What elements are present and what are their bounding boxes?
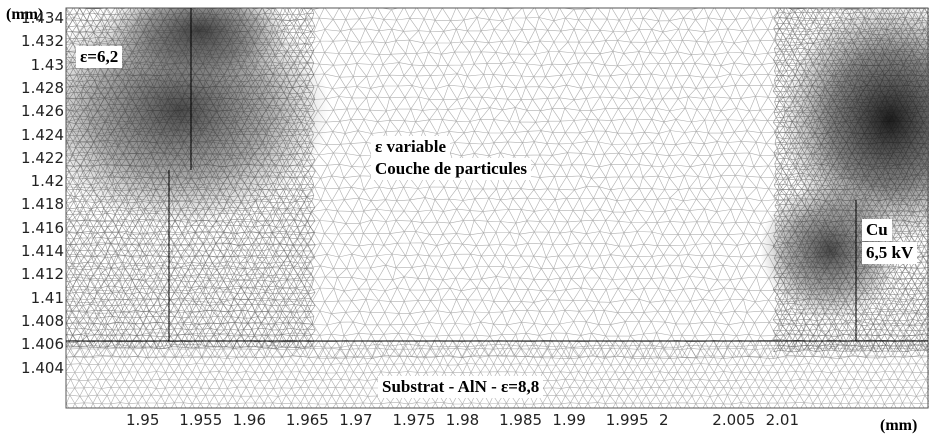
label-voltage: 6,5 kV	[862, 242, 918, 264]
y-tick-label: 1.432	[21, 32, 64, 51]
x-axis-unit: (mm)	[880, 417, 918, 434]
x-tick-label: 1.98	[445, 411, 480, 429]
y-tick-label: 1.416	[21, 218, 64, 237]
x-tick-label: 2	[659, 411, 669, 429]
y-tick-label: 1.408	[21, 311, 64, 330]
x-tick-label: 1.975	[392, 411, 436, 429]
y-tick-label: 1.414	[21, 242, 64, 260]
y-tick-label: 1.41	[30, 288, 64, 307]
y-tick-label: 1.42	[30, 172, 64, 191]
x-tick-label: 2.005	[712, 411, 756, 429]
x-tick-label: 1.99	[552, 411, 586, 429]
y-tick-label: 1.434	[21, 9, 64, 27]
label-substrate: Substrat - AlN - ε=8,8	[378, 376, 544, 398]
x-tick-label: 1.965	[285, 411, 329, 429]
y-tick-label: 1.43	[30, 55, 64, 74]
dense-region-right-low	[760, 180, 900, 320]
x-tick-label: 1.995	[605, 411, 649, 429]
y-tick-label: 1.406	[21, 335, 64, 354]
dense-mesh-regions	[66, 8, 929, 320]
y-tick-label: 1.424	[21, 125, 64, 144]
x-tick-label: 1.955	[179, 411, 223, 429]
x-tick-label: 1.985	[499, 411, 543, 429]
plot-frame	[65, 7, 929, 409]
y-tick-label: 1.412	[21, 265, 64, 284]
label-particle-layer: Couche de particules	[371, 158, 532, 180]
label-left-permittivity: ε=6,2	[76, 46, 123, 68]
y-tick-label: 1.418	[21, 195, 64, 214]
x-tick-label: 1.97	[339, 411, 373, 429]
structure-lines	[65, 7, 929, 409]
x-tick-label: 2.01	[765, 411, 799, 429]
y-tick-label: 1.422	[21, 148, 64, 167]
label-variable-permittivity: ε variable	[371, 136, 451, 158]
label-copper: Cu	[862, 219, 892, 241]
x-tick-label: 1.96	[232, 411, 266, 429]
y-axis-unit: (mm)	[6, 6, 44, 23]
y-tick-label: 1.428	[21, 78, 64, 97]
x-tick-label: 1.95	[126, 411, 160, 429]
dense-region-left-top	[110, 8, 290, 80]
y-tick-label: 1.426	[21, 102, 64, 121]
y-tick-label: 1.404	[21, 358, 64, 377]
